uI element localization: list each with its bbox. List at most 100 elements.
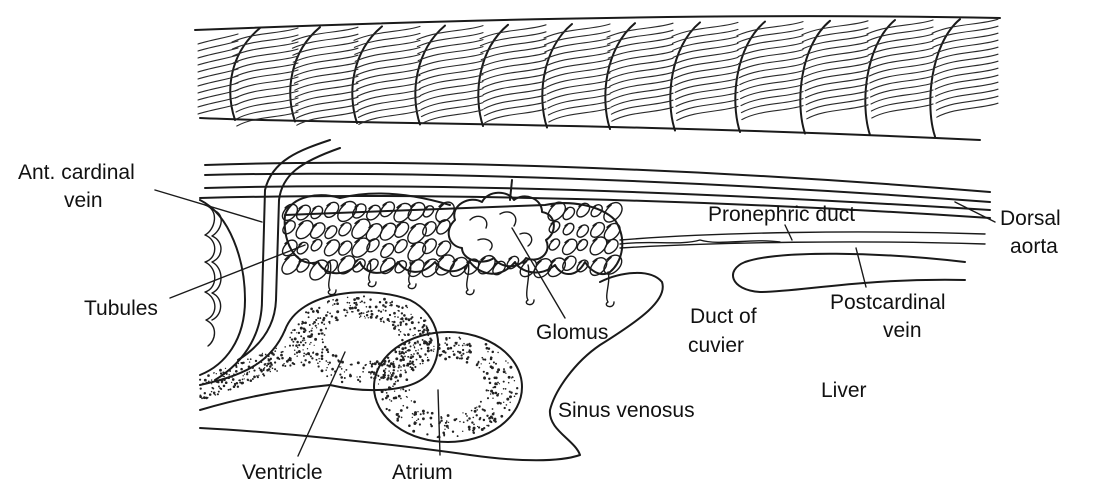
stipple-dot <box>305 353 307 355</box>
stipple-dot <box>505 388 507 390</box>
stipple-dot <box>385 310 387 312</box>
stipple-dot <box>481 357 483 359</box>
stipple-dot <box>489 363 490 364</box>
stipple-dot <box>219 369 222 372</box>
stipple-dot <box>267 362 270 365</box>
stipple-dot <box>247 372 249 374</box>
myotome-hatch-line <box>421 103 483 117</box>
stipple-dot <box>386 392 388 394</box>
stipple-dot <box>296 355 298 357</box>
stipple-dot <box>469 351 472 354</box>
stipple-dot <box>473 428 474 429</box>
stipple-dot <box>400 409 403 412</box>
myotome-hatch-line <box>419 61 483 75</box>
stipple-dot <box>492 387 494 389</box>
stipple-dot <box>422 330 425 333</box>
stipple-dot <box>250 358 252 360</box>
stipple-dot <box>400 353 402 355</box>
stipple-dot <box>397 370 398 371</box>
stipple-dot <box>388 360 390 362</box>
stipple-dot <box>401 417 403 419</box>
stipple-dot <box>410 354 412 356</box>
stipple-dot <box>363 295 365 297</box>
stipple-dot <box>264 363 266 365</box>
myotome-hatch-line <box>935 68 998 82</box>
stipple-dot <box>505 360 507 362</box>
stipple-dot <box>452 431 454 433</box>
stipple-dot <box>316 359 318 361</box>
stipple-dot <box>437 343 440 346</box>
stipple-dot <box>208 381 210 383</box>
stipple-dot <box>345 315 347 317</box>
stipple-dot <box>445 337 447 339</box>
stipple-dot <box>444 357 447 360</box>
stipple-dot <box>400 324 402 326</box>
stipple-dot <box>284 346 286 348</box>
stipple-dot <box>252 378 254 380</box>
myotome-hatch-line <box>295 83 358 97</box>
stipple-dot <box>442 350 445 353</box>
stipple-dot <box>459 351 462 354</box>
stipple-dot <box>375 316 378 319</box>
stipple-dot <box>411 400 412 401</box>
stipple-dot <box>421 359 423 361</box>
myotome-hatch-line <box>235 84 298 98</box>
myotome-hatch-line <box>236 98 298 112</box>
stipple-dot <box>322 348 324 350</box>
myotome-hatch-line <box>807 105 868 119</box>
stipple-dot <box>294 337 297 340</box>
stipple-dot <box>321 369 324 372</box>
stipple-dot <box>391 301 393 303</box>
myotome-hatch-line <box>480 32 546 46</box>
stipple-dot <box>393 365 395 367</box>
stipple-dot <box>296 351 298 353</box>
stipple-dot <box>283 363 284 364</box>
stipple-dot <box>303 337 305 339</box>
stipple-dot <box>200 387 202 389</box>
stipple-dot <box>324 334 326 336</box>
stipple-dot <box>422 417 425 420</box>
stipple-dot <box>384 306 386 308</box>
stipple-dot <box>403 333 404 334</box>
label-dorsal-aorta-line2: aorta <box>1010 234 1058 259</box>
label-atrium: Atrium <box>392 460 453 485</box>
myotome-hatch-line <box>869 55 933 69</box>
myotome-hatch-line <box>934 47 998 61</box>
stipple-dot <box>250 379 253 382</box>
myotome-hatch-line <box>675 78 738 92</box>
stipple-dot <box>360 312 362 314</box>
myotome-hatch-line <box>936 82 998 96</box>
stipple-dot <box>302 364 305 367</box>
myotome-hatch-line <box>737 29 803 43</box>
stipple-dot <box>440 417 442 419</box>
label-glomus: Glomus <box>536 320 608 345</box>
stipple-dot <box>468 343 470 345</box>
stipple-dot <box>301 321 303 323</box>
stipple-dot <box>298 323 300 325</box>
stipple-dot <box>403 314 406 317</box>
myotome-hatch-line <box>607 23 673 37</box>
stipple-dot <box>420 348 422 350</box>
stipple-dot <box>235 370 238 373</box>
stipple-dot <box>221 379 224 382</box>
stipple-dot <box>405 317 408 320</box>
stipple-dot <box>302 344 304 346</box>
stipple-dot <box>514 380 515 381</box>
stipple-dot <box>404 369 406 371</box>
myotome-hatch-line <box>676 85 738 99</box>
stipple-dot <box>422 326 424 328</box>
stipple-dot <box>349 374 352 377</box>
stipple-dot <box>413 327 416 330</box>
stipple-dot <box>321 351 323 353</box>
stipple-dot <box>430 349 432 351</box>
stipple-dot <box>336 310 339 313</box>
myotome-hatch-line <box>548 101 610 115</box>
myotome-hatch-line <box>420 82 483 96</box>
stipple-dot <box>422 412 424 414</box>
stipple-dot <box>493 419 496 422</box>
myotome-hatch-line <box>936 89 998 103</box>
stipple-dot <box>349 307 350 308</box>
stipple-dot <box>374 362 376 364</box>
stipple-dot <box>420 413 422 415</box>
